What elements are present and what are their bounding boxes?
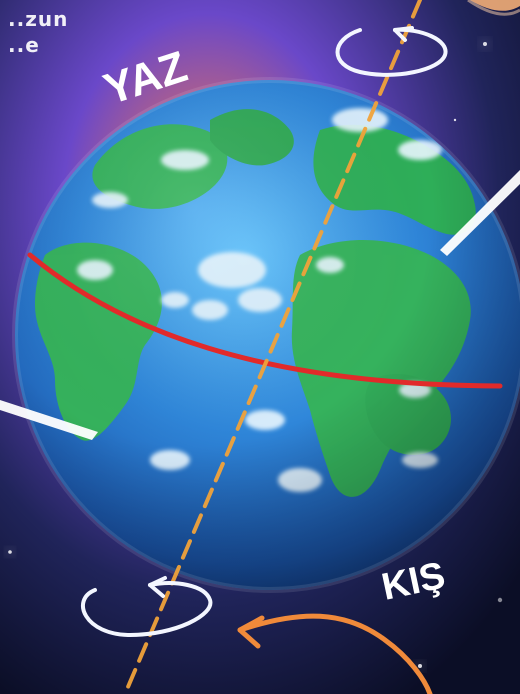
rotation-arrow-bottom	[81, 581, 213, 638]
partial-text-line-2: ..e	[8, 33, 40, 57]
partial-text-top-left: ..zun ..e	[8, 6, 68, 58]
rotation-arrow-top	[335, 27, 448, 77]
rotation-arrow-top-head	[393, 26, 414, 42]
orange-arrow	[237, 613, 433, 694]
equator-line	[27, 252, 503, 389]
globe	[12, 77, 520, 593]
stars	[6, 40, 507, 670]
earth-axis-dashed	[123, 0, 422, 694]
rotation-arrow-bottom-head	[148, 576, 167, 598]
pointer-lines	[0, 170, 520, 440]
partial-text-line-1: ..zun	[8, 7, 69, 31]
orange-arrow-head	[237, 615, 265, 649]
rotation-arrows	[81, 26, 448, 638]
sun-glow	[467, 0, 520, 16]
